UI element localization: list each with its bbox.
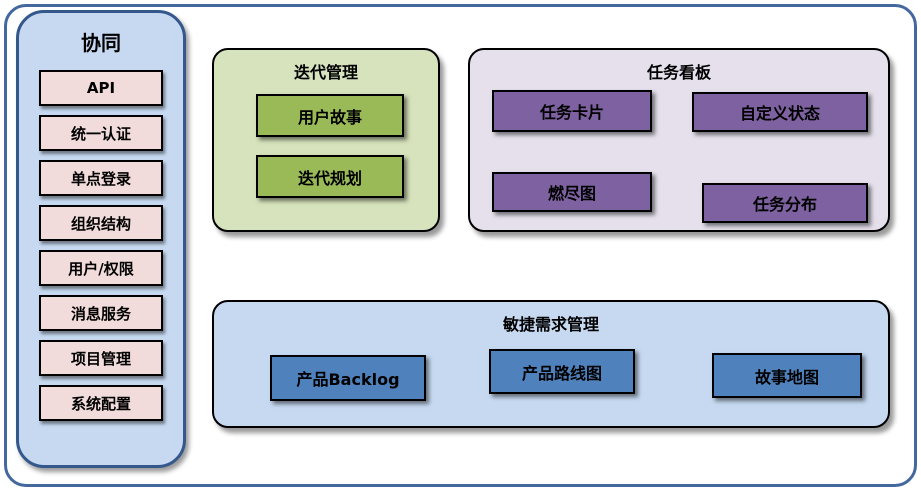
box-product-backlog: 产品Backlog — [270, 355, 426, 401]
box-user-story: 用户故事 — [256, 94, 404, 137]
box-iteration-planning: 迭代规划 — [256, 155, 404, 198]
sidebar-item-user-perms: 用户/权限 — [39, 250, 163, 286]
box-story-map: 故事地图 — [712, 353, 862, 398]
sidebar-item-project-mgmt: 项目管理 — [39, 340, 163, 376]
sidebar-item-message-svc: 消息服务 — [39, 295, 163, 331]
sidebar-title: 协同 — [81, 31, 121, 55]
sidebar-item-sso: 单点登录 — [39, 160, 163, 196]
iteration-panel-title: 迭代管理 — [293, 63, 358, 82]
agile-requirements-panel: 敏捷需求管理 产品Backlog 产品路线图 故事地图 — [212, 300, 890, 428]
sidebar-item-unified-auth: 统一认证 — [39, 115, 163, 151]
requirements-panel-title: 敏捷需求管理 — [502, 315, 599, 334]
sidebar-items: API 统一认证 单点登录 组织结构 用户/权限 消息服务 项目管理 系统配置 — [19, 70, 183, 421]
box-task-card: 任务卡片 — [492, 90, 652, 132]
sidebar-item-org-structure: 组织结构 — [39, 205, 163, 241]
sidebar-collaboration-panel: 协同 API 统一认证 单点登录 组织结构 用户/权限 消息服务 项目管理 系统… — [16, 10, 186, 468]
sidebar-item-system-config: 系统配置 — [39, 385, 163, 421]
box-burndown-chart: 燃尽图 — [492, 172, 652, 212]
task-kanban-panel: 任务看板 任务卡片 自定义状态 燃尽图 任务分布 — [468, 48, 890, 232]
box-product-roadmap: 产品路线图 — [489, 349, 635, 394]
box-custom-status: 自定义状态 — [692, 92, 868, 132]
outer-frame — [4, 4, 917, 487]
sidebar-item-api: API — [39, 70, 163, 106]
box-task-distribution: 任务分布 — [702, 183, 868, 223]
kanban-panel-title: 任务看板 — [646, 63, 711, 82]
iteration-management-panel: 迭代管理 用户故事 迭代规划 — [212, 48, 440, 232]
